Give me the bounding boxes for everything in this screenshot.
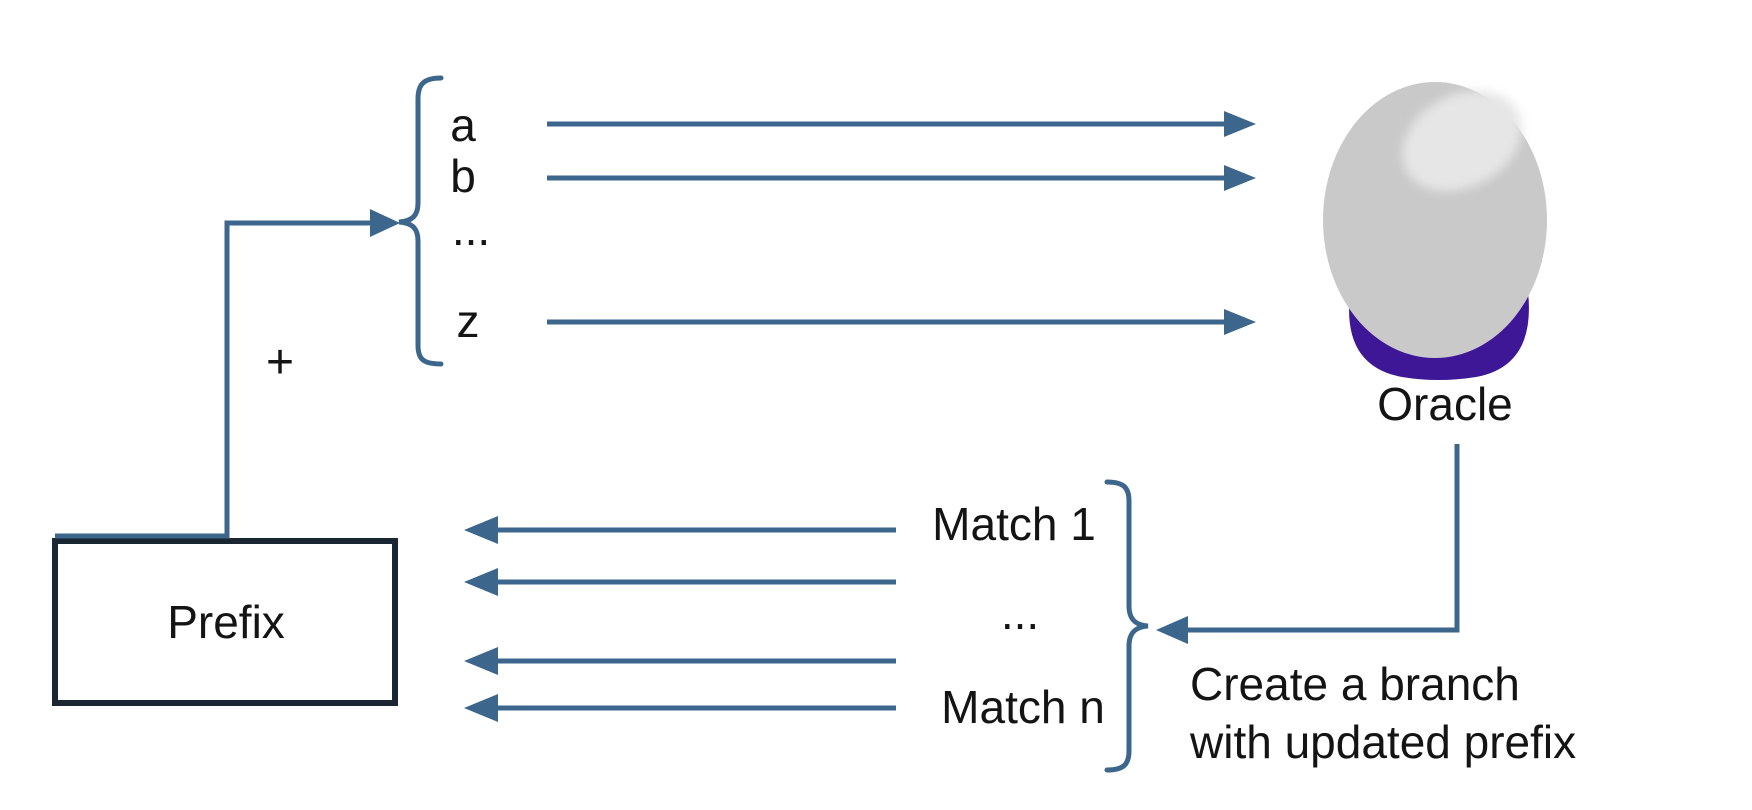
input-ellipsis: ... [451, 203, 491, 255]
oracle-to-matches-connector [1186, 444, 1460, 633]
match-ellipsis: ... [1000, 587, 1040, 639]
match-arrow-3-head [464, 647, 498, 675]
input-letter-a: a [450, 99, 476, 151]
match-arrow-1-head [464, 516, 498, 544]
oracle-to-matches-arrowhead [1156, 616, 1188, 644]
branch-annotation-line2: with updated prefix [1190, 716, 1577, 768]
match-1-label: Match 1 [932, 498, 1096, 550]
matches-brace [1104, 479, 1149, 773]
prefix-box [52, 538, 398, 706]
prefix-to-inputs-arrowhead [370, 209, 400, 237]
oracle-ball-highlight-icon [1402, 90, 1522, 192]
oracle-label: Oracle [1377, 378, 1513, 430]
input-letter-z: z [456, 295, 480, 347]
match-n-label: Match n [941, 681, 1105, 733]
branch-annotation-line1: Create a branch [1190, 658, 1520, 710]
input-arrow-b-head [1224, 165, 1256, 191]
input-arrow-z-head [1224, 309, 1256, 335]
plus-sign: + [265, 336, 295, 389]
match-arrow-2-head [464, 568, 498, 596]
inputs-brace [398, 75, 444, 367]
prefix-to-inputs-connector [55, 220, 382, 539]
input-letter-b: b [450, 150, 476, 202]
match-arrow-4-head [464, 694, 498, 722]
prefix-label: Prefix [167, 596, 285, 648]
input-arrow-a-head [1224, 111, 1256, 137]
branch-annotation: Create a branch with updated prefix [1190, 655, 1576, 771]
